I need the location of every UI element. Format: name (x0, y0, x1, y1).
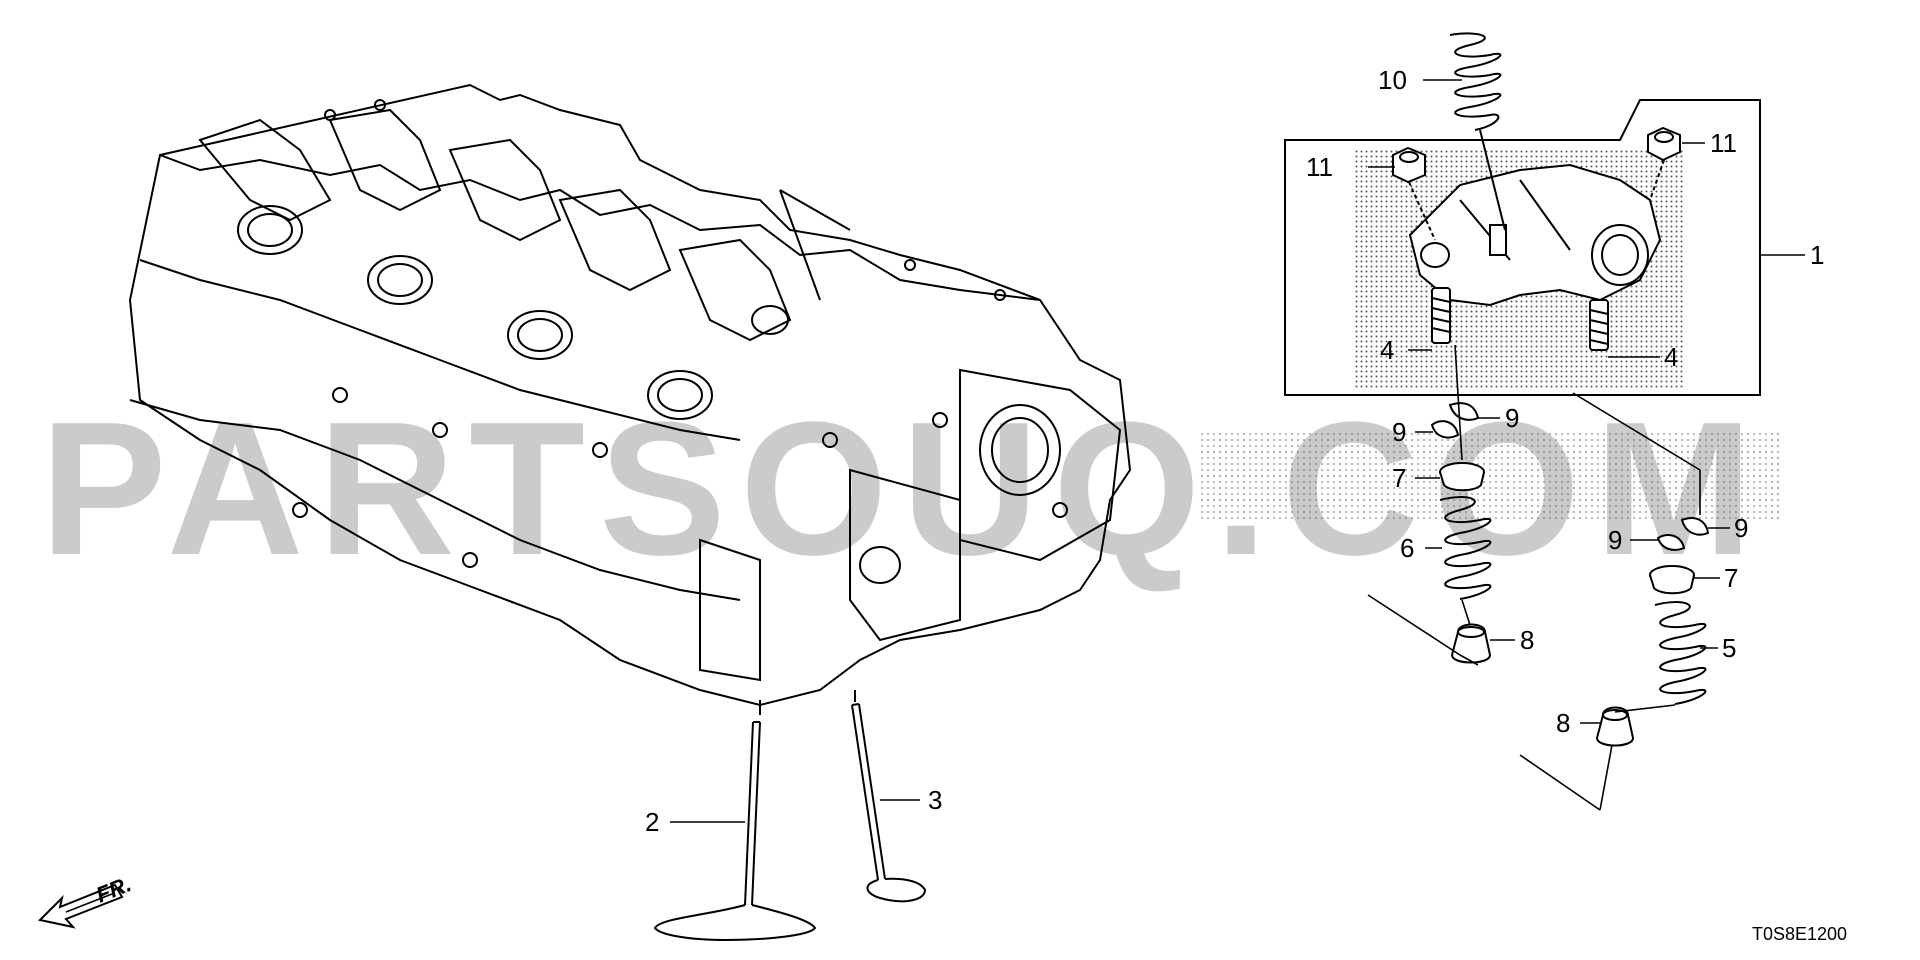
seal-8-right-illustration (1595, 706, 1635, 747)
callout-7-right: 7 (1724, 563, 1738, 593)
reference-lines (1367, 254, 1805, 811)
adjusting-screw-4-right-illustration (1589, 299, 1609, 351)
valve-3-illustration (851, 690, 927, 903)
callout-8-right: 8 (1556, 708, 1570, 738)
callout-numbers: 10 11 11 1 4 4 9 9 7 6 8 9 9 7 5 8 2 3 (645, 65, 1824, 837)
callout-6: 6 (1400, 533, 1414, 563)
retainer-7-left-illustration (1439, 462, 1485, 492)
spring-10-illustration (1449, 32, 1506, 231)
diagram-code: T0S8E1200 (1752, 924, 1847, 944)
front-direction-label: FR. (93, 871, 135, 907)
callout-9-lower-right: 9 (1734, 513, 1748, 543)
callout-1: 1 (1810, 240, 1824, 270)
cotter-9-left-pair-illustration (1430, 402, 1480, 439)
callout-8-left: 8 (1520, 625, 1534, 655)
callout-11-left: 11 (1306, 152, 1333, 182)
spring-5-illustration (1654, 601, 1707, 705)
cotter-9-right-pair-illustration (1656, 517, 1710, 551)
nut-11-left-illustration (1392, 146, 1436, 241)
valve-2-illustration (653, 700, 817, 942)
callout-4-left: 4 (1380, 335, 1394, 365)
callout-9-upper-right: 9 (1505, 403, 1519, 433)
front-direction-arrow-icon: FR. (37, 871, 135, 929)
callout-11-right: 11 (1710, 128, 1737, 158)
retainer-7-right-illustration (1649, 565, 1695, 595)
callout-10: 10 (1378, 65, 1407, 95)
adjusting-screw-4-left-illustration (1431, 287, 1451, 344)
seal-8-left-illustration (1450, 623, 1492, 664)
callout-5: 5 (1722, 633, 1736, 663)
callout-9-upper-left: 9 (1392, 417, 1406, 447)
cylinder-head-illustration (128, 83, 1132, 707)
callout-9-lower-left: 9 (1608, 525, 1622, 555)
callout-2: 2 (645, 807, 659, 837)
spring-6-illustration (1439, 496, 1492, 600)
dotted-watermark-band (1200, 430, 1780, 520)
rocker-arm-illustration (1408, 163, 1662, 307)
callout-4-right: 4 (1664, 342, 1678, 372)
nut-11-right-illustration (1647, 126, 1681, 201)
callout-7-left: 7 (1392, 463, 1406, 493)
leader-lines (670, 79, 1730, 823)
callout-3: 3 (928, 785, 942, 815)
